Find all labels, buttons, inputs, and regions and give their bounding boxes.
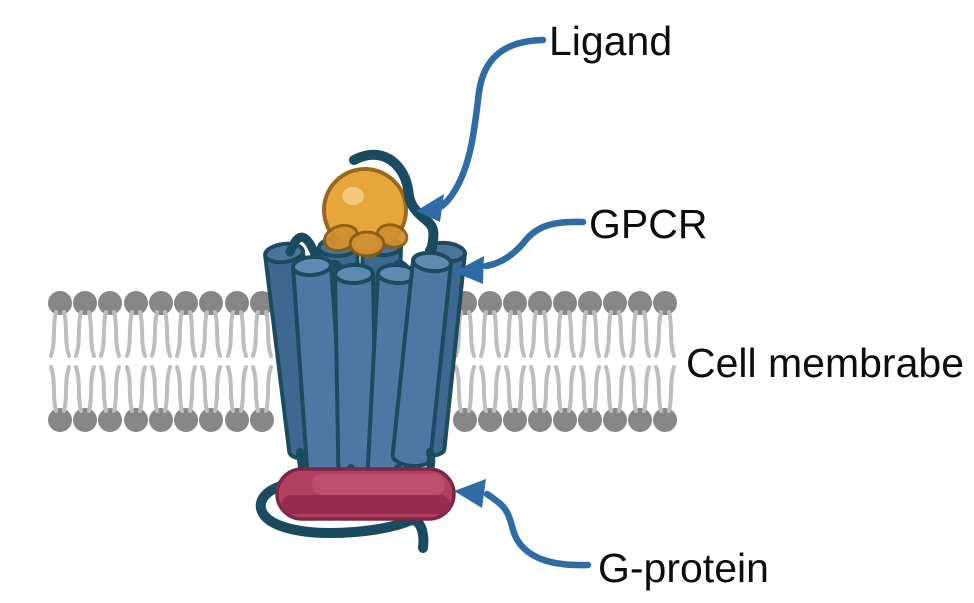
lipid-column bbox=[551, 289, 579, 434]
annotation-arrows bbox=[416, 36, 592, 569]
gpcr-arrow-line bbox=[482, 218, 587, 270]
ligand-pointer-arrow bbox=[416, 36, 547, 222]
lipid-column bbox=[172, 289, 200, 434]
receptor-n-terminus bbox=[349, 149, 439, 264]
ligand-arrow-line bbox=[438, 36, 547, 210]
lipid-column bbox=[122, 289, 150, 434]
lipid-column bbox=[96, 289, 124, 434]
ligand-arrowhead-icon bbox=[416, 194, 444, 222]
g-protein-body bbox=[275, 467, 456, 521]
gpcr-arrowhead-icon bbox=[454, 256, 484, 284]
lipid-column bbox=[147, 289, 175, 434]
ligand-label: Ligand bbox=[549, 18, 672, 64]
lipid-column bbox=[71, 289, 99, 434]
receptor-helix bbox=[390, 250, 453, 469]
receptor-c-terminus bbox=[255, 481, 429, 553]
labels: Ligand GPCR Cell membrabe G-protein bbox=[549, 18, 964, 591]
g-protein-shadow bbox=[282, 495, 450, 514]
gpcr-label: GPCR bbox=[589, 201, 707, 247]
lipid-column bbox=[651, 289, 679, 434]
cell-membrane-right bbox=[451, 289, 679, 434]
lipid-column bbox=[476, 289, 504, 434]
lipid-column bbox=[501, 289, 529, 434]
lipid-column bbox=[197, 289, 225, 434]
g-protein-sheen bbox=[312, 473, 445, 496]
gpcr-pointer-arrow bbox=[454, 218, 587, 284]
g-protein-pointer-arrow bbox=[454, 479, 592, 569]
lipid-column bbox=[626, 289, 654, 434]
ligand-highlight bbox=[342, 187, 364, 205]
extracellular-loop bbox=[285, 232, 323, 267]
cell-membrane-left bbox=[46, 289, 276, 434]
g-protein-label: G-protein bbox=[598, 545, 769, 591]
cell-membrane-label: Cell membrabe bbox=[686, 340, 964, 386]
lipid-column bbox=[46, 289, 74, 434]
g-protein-arrow-line bbox=[483, 490, 592, 569]
binding-pocket bbox=[322, 223, 409, 258]
lipid-column bbox=[601, 289, 629, 434]
g-protein-arrowhead-icon bbox=[454, 479, 486, 508]
lipid-column bbox=[223, 289, 251, 434]
lipid-column bbox=[576, 289, 604, 434]
lipid-column bbox=[526, 289, 554, 434]
